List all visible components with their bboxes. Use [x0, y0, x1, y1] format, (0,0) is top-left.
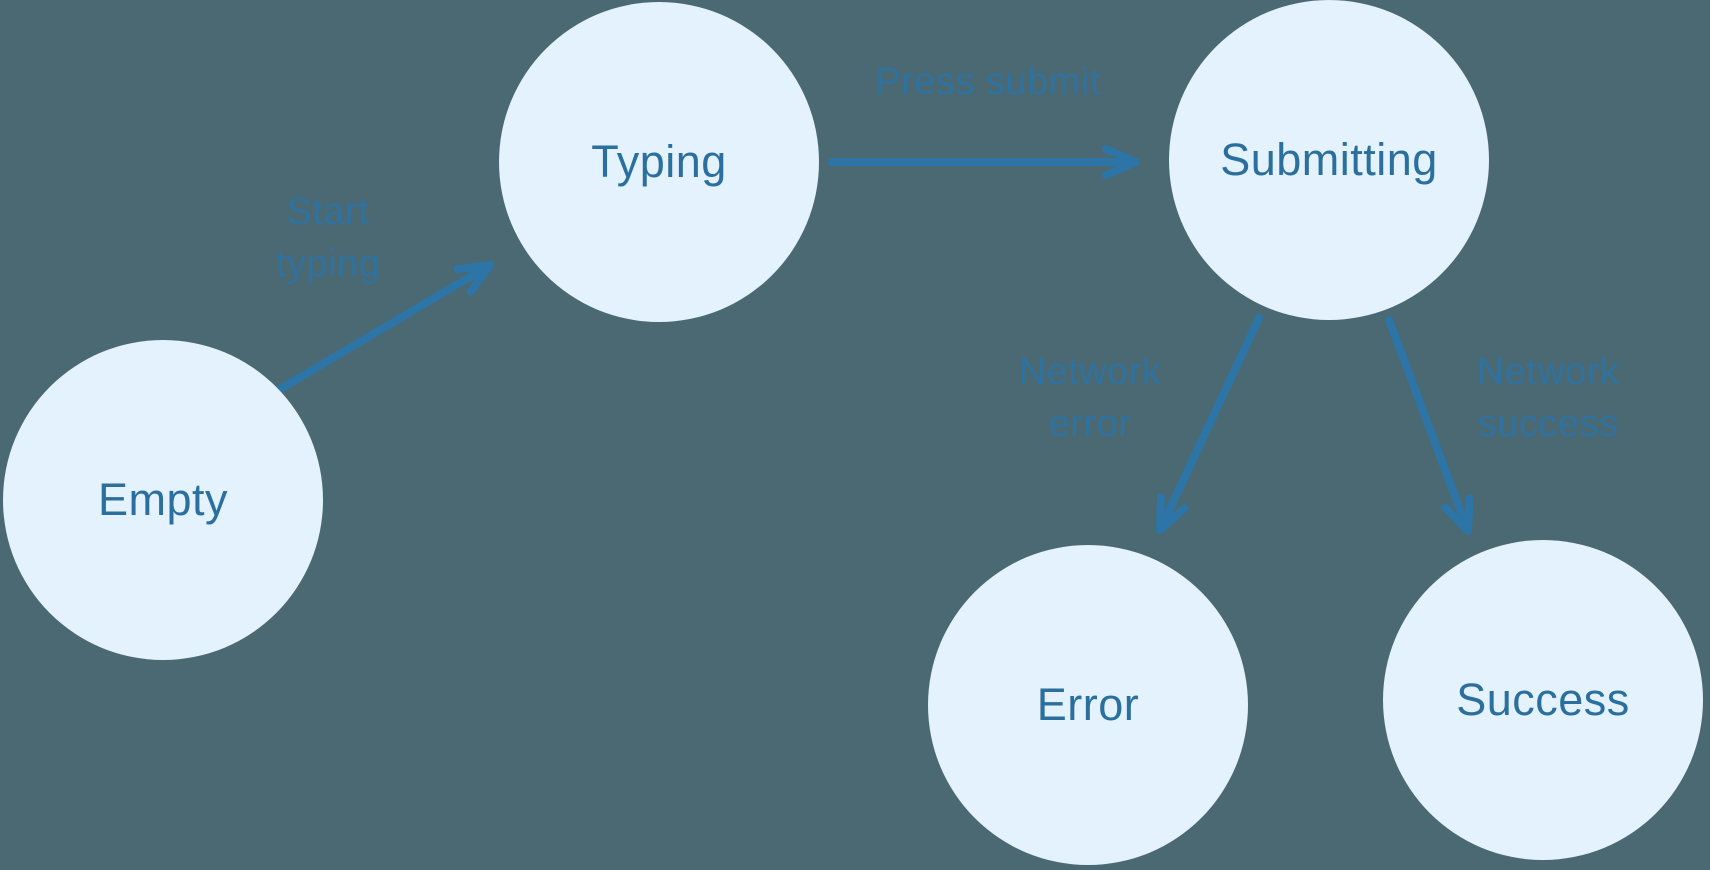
edge-label-line: Press submit	[875, 61, 1101, 103]
state-node-error: Error	[928, 545, 1248, 865]
state-label-empty: Empty	[97, 474, 229, 525]
edge-label-line: Network	[1476, 351, 1620, 393]
edge-submitting-to-error	[1156, 314, 1263, 534]
edge-label-line: Start	[286, 191, 370, 233]
state-label-submitting: Submitting	[1220, 134, 1438, 185]
edge-label-start-typing: Start typing	[276, 186, 380, 290]
edge-label-line: error	[1048, 403, 1132, 445]
edge-label-network-error: Network error	[1019, 346, 1162, 450]
state-node-submitting: Submitting	[1169, 0, 1489, 320]
state-node-success: Success	[1383, 540, 1703, 860]
state-label-error: Error	[1036, 679, 1140, 730]
state-node-typing: Typing	[499, 2, 819, 322]
edge-submitting-to-success	[1385, 316, 1474, 535]
edge-label-line: success	[1477, 403, 1619, 445]
state-node-empty: Empty	[3, 340, 323, 660]
edge-label-network-success: Network success	[1477, 346, 1620, 450]
state-label-typing: Typing	[591, 136, 727, 187]
edge-label-line: Network	[1018, 351, 1162, 393]
edge-label-press-submit: Press submit	[875, 56, 1101, 108]
edge-label-line: typing	[275, 243, 381, 285]
state-label-success: Success	[1456, 674, 1630, 725]
